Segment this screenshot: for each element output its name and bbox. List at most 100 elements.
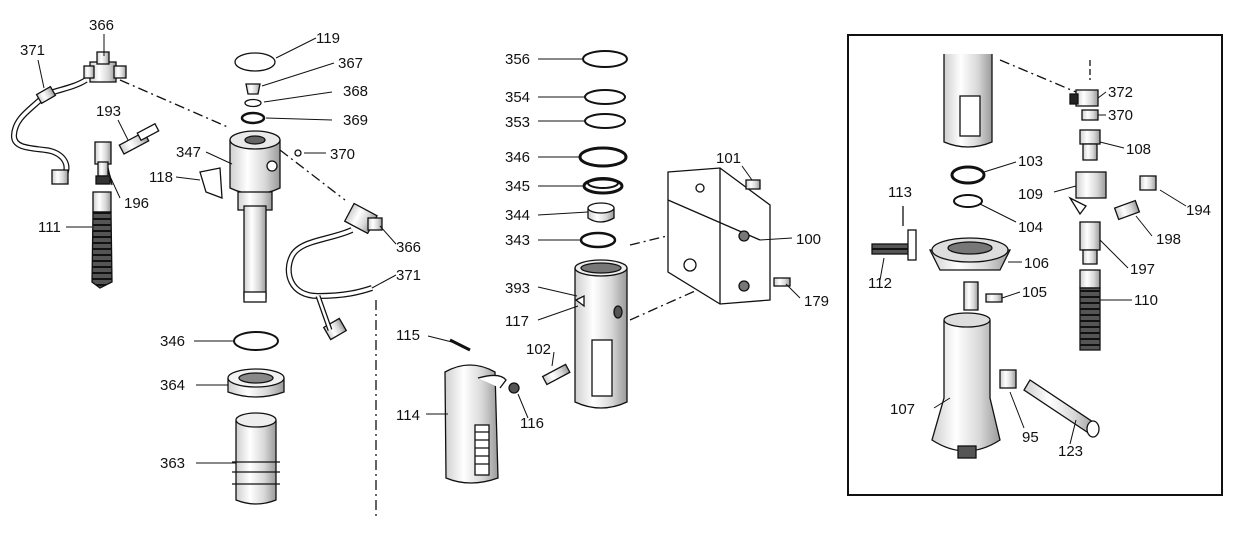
label-363: 363	[160, 455, 185, 472]
fitting-363	[232, 412, 280, 505]
guard-114	[444, 364, 507, 484]
label-367: 367	[338, 55, 363, 72]
label-196: 196	[124, 195, 149, 212]
tee-372	[1069, 89, 1099, 107]
nut-116	[508, 382, 520, 394]
label-364: 364	[160, 377, 185, 394]
label-117: 117	[505, 313, 529, 330]
label-370b: 370	[1108, 107, 1133, 124]
cylinder-347	[229, 130, 281, 303]
fitting-198	[1113, 199, 1141, 221]
label-119: 119	[316, 30, 340, 47]
tube-123	[1023, 379, 1100, 438]
elbow-366-right	[343, 202, 383, 235]
swivel-196	[94, 141, 113, 186]
label-118: 118	[149, 169, 173, 186]
label-369: 369	[343, 112, 368, 129]
ring-353	[584, 113, 626, 129]
ring-368	[244, 98, 262, 108]
label-105: 105	[1022, 284, 1047, 301]
label-193: 193	[96, 103, 121, 120]
pump-107	[931, 281, 1001, 459]
fitting-108	[1079, 129, 1101, 161]
inset-frame	[847, 34, 1223, 496]
hose-110	[1079, 269, 1101, 351]
label-108: 108	[1126, 141, 1151, 158]
label-356: 356	[505, 51, 530, 68]
label-198: 198	[1156, 231, 1181, 248]
ring-103	[950, 165, 986, 185]
part-labels: 371 366 193 196 111 118 347 119 367 368 …	[20, 17, 1211, 472]
pin-105	[985, 293, 1003, 303]
label-353: 353	[505, 114, 530, 131]
spring-112	[871, 229, 917, 261]
label-107: 107	[890, 401, 915, 418]
label-370a: 370	[330, 146, 355, 163]
screw-179	[773, 277, 791, 287]
label-114: 114	[396, 407, 420, 424]
label-346a: 346	[160, 333, 185, 350]
label-111: 111	[38, 219, 61, 236]
label-110: 110	[1134, 292, 1158, 309]
label-371b: 371	[396, 267, 421, 284]
fitting-95	[999, 369, 1017, 389]
label-113: 113	[888, 184, 912, 201]
housing-393	[574, 259, 628, 409]
fitting-194	[1139, 175, 1157, 191]
label-347: 347	[176, 144, 201, 161]
ring-354	[584, 89, 626, 105]
label-102: 102	[526, 341, 551, 358]
nut-364	[227, 368, 285, 398]
label-354: 354	[505, 89, 530, 106]
leader-lines	[37, 34, 1187, 464]
label-104: 104	[1018, 219, 1043, 236]
label-343: 343	[505, 232, 530, 249]
label-194: 194	[1186, 202, 1211, 219]
swivel-197	[1079, 221, 1101, 265]
label-368: 368	[343, 83, 368, 100]
wedge-118	[199, 167, 223, 199]
ring-356	[582, 50, 628, 68]
label-106: 106	[1024, 255, 1049, 272]
tube-371-left	[11, 77, 88, 185]
label-371a: 371	[20, 42, 45, 59]
label-115: 115	[396, 327, 420, 344]
label-116: 116	[520, 415, 544, 432]
ring-343	[579, 231, 617, 249]
label-366b: 366	[396, 239, 421, 256]
ring-346-mid	[578, 146, 628, 168]
block-109	[1068, 171, 1107, 216]
ball-370	[294, 149, 302, 157]
hose-111	[91, 191, 113, 289]
fitting-193	[118, 122, 160, 155]
tube-371-right	[285, 227, 373, 341]
label-179: 179	[804, 293, 829, 310]
label-344: 344	[505, 207, 530, 224]
pin-115	[449, 338, 471, 352]
label-346b: 346	[505, 149, 530, 166]
bracket-100	[667, 167, 771, 305]
tee-fitting-366-top	[83, 51, 127, 83]
label-393: 393	[505, 280, 530, 297]
ring-345	[582, 177, 624, 195]
ring-104	[953, 194, 983, 208]
inset-housing-top	[943, 54, 993, 148]
label-109: 109	[1018, 186, 1043, 203]
label-112: 112	[868, 275, 892, 292]
label-372: 372	[1108, 84, 1133, 101]
label-197: 197	[1130, 261, 1155, 278]
label-123: 123	[1058, 443, 1083, 460]
label-101: 101	[716, 150, 741, 167]
bushing-344	[587, 202, 615, 223]
screw-102	[541, 363, 571, 386]
disc-119	[234, 52, 276, 72]
label-100: 100	[796, 231, 821, 248]
ring-369	[240, 111, 266, 125]
label-95: 95	[1022, 429, 1039, 446]
label-103: 103	[1018, 153, 1043, 170]
label-366a: 366	[89, 17, 114, 34]
nut-106	[928, 237, 1012, 271]
plug-367	[245, 83, 261, 95]
